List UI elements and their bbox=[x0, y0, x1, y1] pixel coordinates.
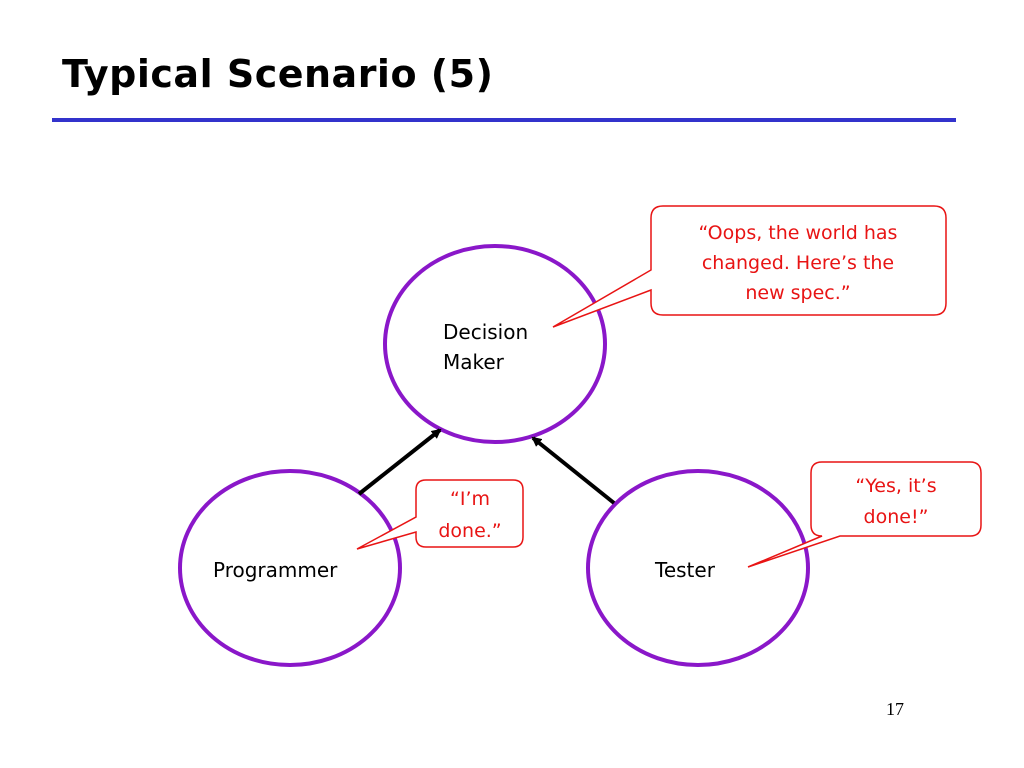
decision-maker-callout-line3: new spec.” bbox=[745, 282, 850, 304]
tester-label: Tester bbox=[654, 558, 716, 582]
decision-maker-label-line1: Decision bbox=[443, 320, 528, 344]
page-number: 17 bbox=[886, 699, 904, 719]
tester-to-decision-arrow bbox=[531, 436, 616, 505]
decision-maker-callout-line1: “Oops, the world has bbox=[699, 222, 898, 244]
programmer-callout-line2: done.” bbox=[438, 520, 501, 542]
slide-title: Typical Scenario (5) bbox=[62, 52, 494, 96]
programmer-callout bbox=[356, 479, 524, 550]
decision-maker-label-line2: Maker bbox=[443, 350, 505, 374]
programmer-callout-line1: “I’m bbox=[450, 488, 490, 510]
decision-maker-node bbox=[383, 244, 607, 444]
tester-callout-line2: done!” bbox=[864, 506, 929, 528]
title-rule bbox=[52, 118, 956, 122]
programmer-label: Programmer bbox=[213, 558, 338, 582]
decision-maker-callout bbox=[552, 205, 947, 328]
decision-maker-callout-line2: changed. Here’s the bbox=[702, 252, 894, 274]
tester-callout bbox=[747, 461, 982, 568]
programmer-to-decision-arrow bbox=[357, 428, 442, 496]
tester-callout-line1: “Yes, it’s bbox=[855, 475, 936, 497]
tester-node bbox=[586, 469, 810, 667]
programmer-node bbox=[178, 469, 402, 667]
